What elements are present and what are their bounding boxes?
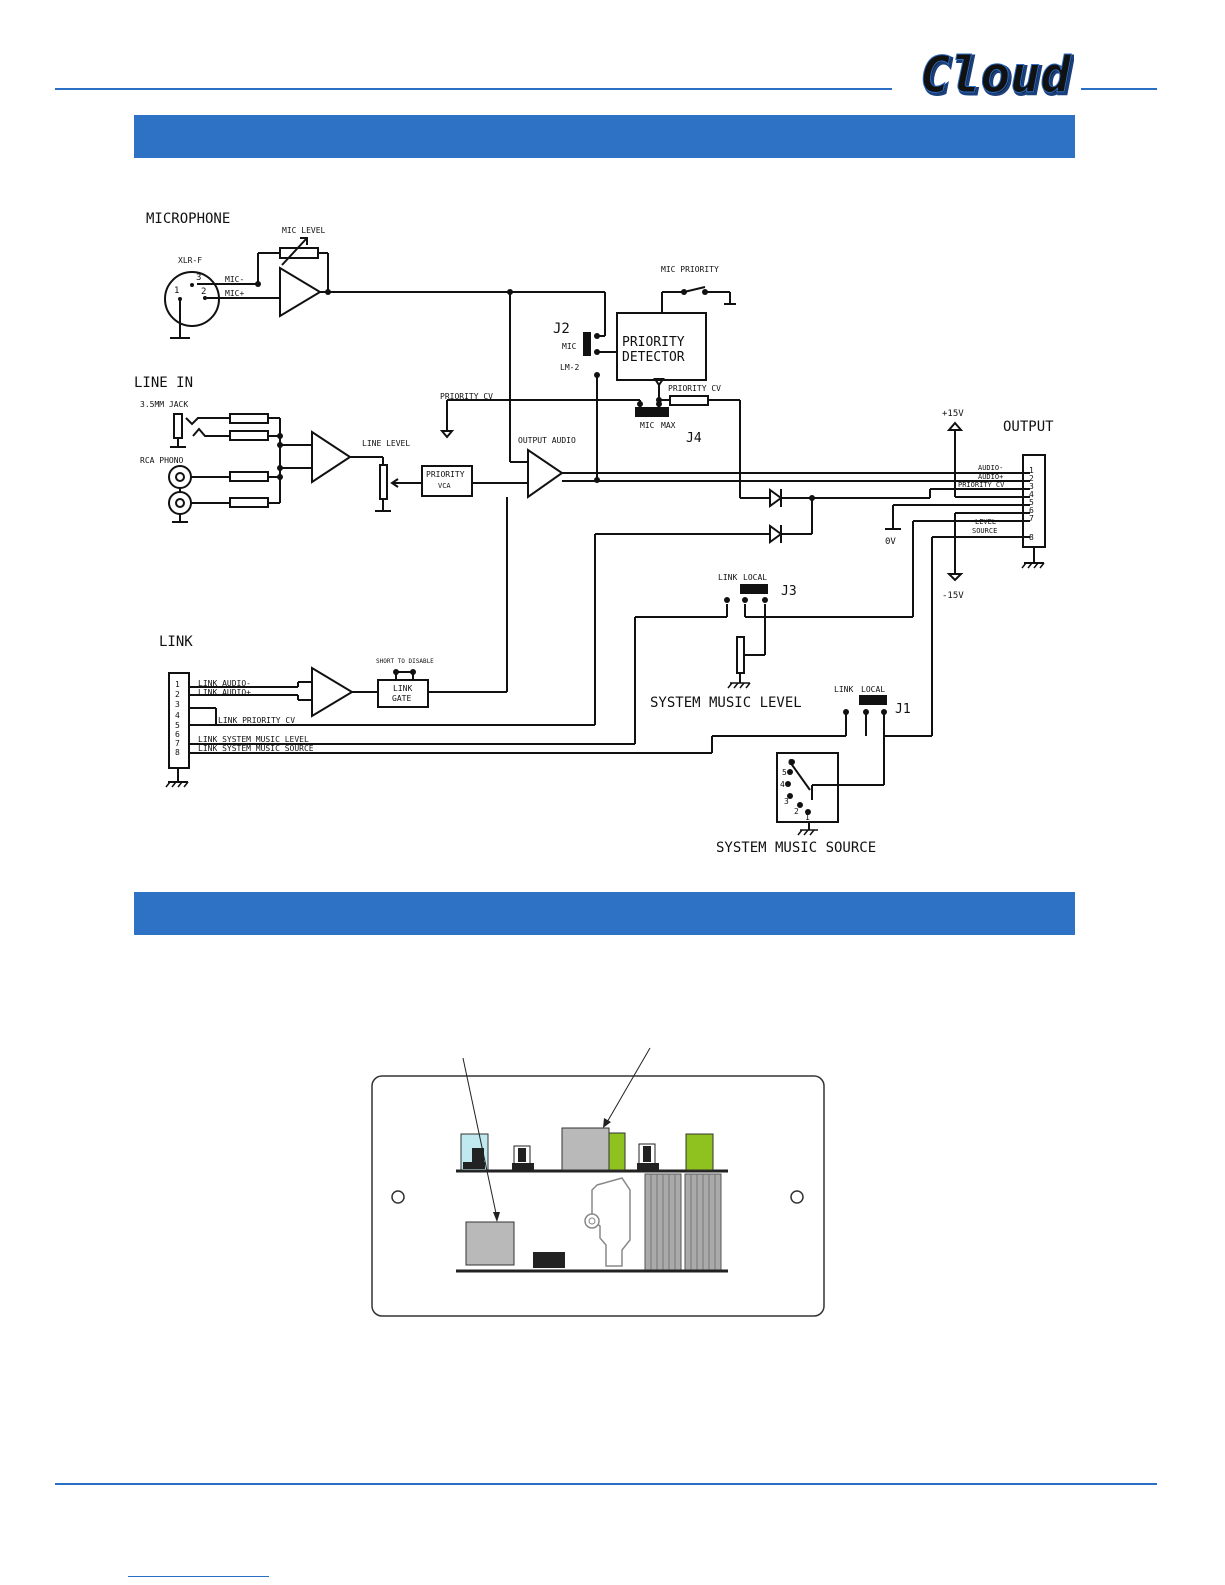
lower-grey-component (465, 1221, 515, 1266)
svg-text:Cloud: Cloud (922, 50, 1074, 100)
link-pin-2: 2 (175, 690, 180, 699)
priority-cv-top-label: PRIORITY CV (668, 384, 721, 393)
link-audio-minus-label: LINK AUDIO- (198, 679, 251, 688)
rca-label: RCA PHONO (140, 456, 184, 465)
j4-max: MAX (661, 421, 676, 430)
zerov-label: 0V (885, 537, 896, 547)
source-pin-3: 3 (784, 797, 789, 806)
out-pin-5: 5 (1029, 498, 1034, 507)
header-rule-left (55, 88, 892, 90)
system-music-source-label: SYSTEM MUSIC SOURCE (716, 840, 876, 856)
link-pin-3: 3 (175, 700, 180, 709)
j4-mic: MIC (640, 421, 655, 430)
vca-line1: PRIORITY (426, 470, 465, 479)
source-pin-1: 1 (805, 813, 810, 822)
cloud-logo: Cloud Cloud (920, 50, 1075, 100)
out-pin-2: 2 (1029, 474, 1034, 483)
out-audio-minus: AUDIO- (978, 464, 1003, 472)
link-pin-4: 4 (175, 711, 180, 720)
out-priority-cv: PRIORITY CV (958, 481, 1005, 489)
footer-link-underline[interactable] (128, 1576, 269, 1577)
minus15-label: -15V (942, 591, 964, 601)
short-to-disable-label: SHORT TO DISABLE (376, 658, 434, 665)
out-source: SOURCE (972, 527, 997, 535)
line-in-title: LINE IN (134, 375, 193, 391)
mic-minus-label: MIC- (225, 275, 244, 284)
link-gate-line2: GATE (392, 694, 411, 703)
mounting-hole-left (391, 1190, 405, 1204)
xlr-pin2: 2 (201, 287, 206, 297)
link-sys-level-label: LINK SYSTEM MUSIC LEVEL (198, 735, 309, 744)
output-audio-label: OUTPUT AUDIO (518, 436, 576, 445)
header-rule-right (1081, 88, 1157, 90)
priority-cv-left-label: PRIORITY CV (440, 392, 493, 401)
link-gate-line1: LINK (393, 684, 412, 693)
priority-detector-line2: DETECTOR (622, 350, 685, 365)
footer-rule (55, 1483, 1157, 1485)
source-pin-4: 4 (780, 780, 785, 789)
link-pin-1: 1 (175, 680, 180, 689)
link-audio-plus-label: LINK AUDIO+ (198, 688, 251, 697)
xlr-pin3: 3 (196, 273, 201, 283)
out-audio-plus: AUDIO+ (978, 473, 1003, 481)
xlr-pin1: 1 (174, 286, 179, 296)
jack-label: 3.5MM JACK (140, 400, 188, 409)
block-diagram: MICROPHONE XLR-F 3 1 2 MIC- MIC+ MIC LEV… (134, 211, 1054, 856)
out-pin-8: 8 (1029, 533, 1034, 542)
mic-priority-label: MIC PRIORITY (661, 265, 719, 274)
board-illustration (371, 1047, 825, 1317)
link-title: LINK (159, 634, 193, 650)
upper-grey-component (561, 1127, 610, 1171)
j3-link: LINK (718, 573, 737, 582)
j2-label: J2 (553, 321, 570, 337)
mic-level-label: MIC LEVEL (282, 226, 326, 235)
link-pin-5: 5 (175, 721, 180, 730)
mounting-hole-right (790, 1190, 804, 1204)
out-pin-3: 3 (1029, 482, 1034, 491)
svg-text:Cloud: Cloud (920, 50, 1072, 100)
system-music-level-label: SYSTEM MUSIC LEVEL (650, 695, 802, 711)
j2-lm2: LM-2 (560, 363, 579, 372)
j2-mic: MIC (562, 342, 577, 351)
mic-title: MICROPHONE (146, 211, 230, 227)
out-pin-1: 1 (1029, 466, 1034, 475)
out-level: LEVEL (975, 518, 996, 526)
mic-plus-label: MIC+ (225, 289, 244, 298)
j3-label: J3 (781, 584, 797, 599)
link-sys-source-label: LINK SYSTEM MUSIC SOURCE (198, 744, 314, 753)
link-pin-8: 8 (175, 748, 180, 757)
source-pin-5: 5 (782, 768, 787, 777)
j1-label: J1 (895, 702, 911, 717)
j3-local: LOCAL (743, 573, 767, 582)
j1-local: LOCAL (861, 685, 885, 694)
output-title: OUTPUT (1003, 419, 1054, 435)
source-pin-2: 2 (794, 807, 799, 816)
out-pin-4: 4 (1029, 490, 1034, 499)
link-priority-cv-label: LINK PRIORITY CV (218, 716, 295, 725)
vca-line2: VCA (438, 482, 451, 490)
section-header-band-1 (134, 115, 1075, 158)
j1-link: LINK (834, 685, 853, 694)
link-pin-7: 7 (175, 739, 180, 748)
out-pin-6: 6 (1029, 506, 1034, 515)
line-level-label: LINE LEVEL (362, 439, 410, 448)
priority-detector-line1: PRIORITY (622, 335, 685, 350)
link-pin-6: 6 (175, 730, 180, 739)
source-pin-6: 6 (788, 758, 793, 767)
xlr-label: XLR-F (178, 256, 202, 265)
section-header-band-2 (134, 892, 1075, 935)
out-pin-7: 7 (1029, 514, 1034, 523)
plus15-label: +15V (942, 409, 964, 419)
j4-label: J4 (686, 431, 702, 446)
